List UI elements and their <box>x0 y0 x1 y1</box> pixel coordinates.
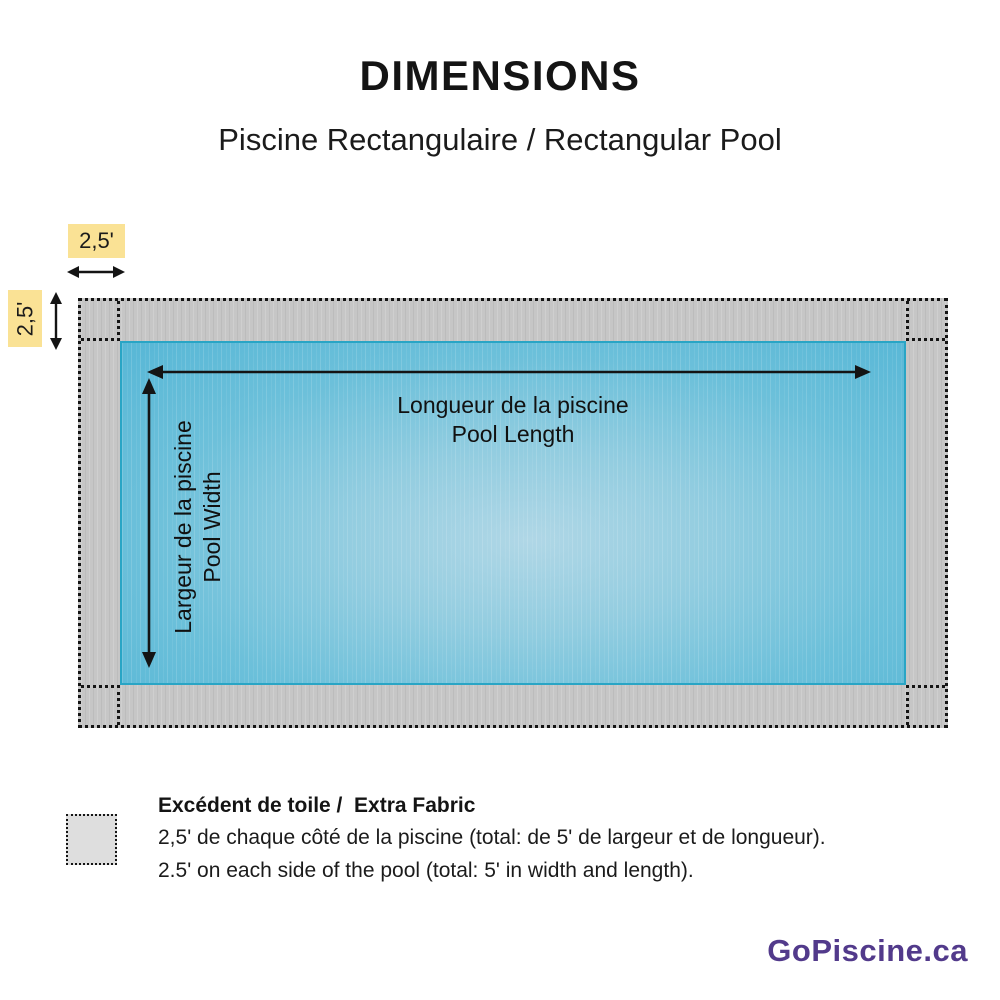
left-offset-arrow-icon <box>50 292 62 350</box>
pool-width-label-en: Pool Width <box>199 470 225 583</box>
brand-logo: GoPiscine.ca <box>767 933 968 968</box>
left-offset-label: 2,5' <box>8 290 42 347</box>
pool-width-arrow-icon <box>142 378 156 668</box>
legend-line-en: 2.5' on each side of the pool (total: 5'… <box>158 859 694 882</box>
page-subtitle: Piscine Rectangulaire / Rectangular Pool <box>218 122 782 157</box>
pool-width-label: Largeur de la piscine Pool Width <box>169 420 227 634</box>
fabric-corner-mark-bottom-left <box>81 685 120 725</box>
fabric-corner-mark-top-right <box>906 301 945 341</box>
extra-fabric-area: Longueur de la piscine Pool Length Large… <box>78 298 948 728</box>
extra-fabric-legend-swatch <box>66 814 117 865</box>
pool-length-label-en: Pool Length <box>451 421 575 447</box>
left-offset-value: 2,5' <box>12 301 38 336</box>
legend-title: Excédent de toile / Extra Fabric <box>158 794 476 817</box>
legend-line-fr: 2,5' de chaque côté de la piscine (total… <box>158 826 826 849</box>
top-offset-label: 2,5' <box>68 224 125 258</box>
top-offset-arrow-icon <box>67 266 125 278</box>
pool-length-arrow-icon <box>147 365 871 379</box>
page-title: DIMENSIONS <box>359 52 641 99</box>
pool-area: Longueur de la piscine Pool Length Large… <box>120 341 906 685</box>
pool-width-label-fr: Largeur de la piscine <box>170 419 196 634</box>
fabric-corner-mark-top-left <box>81 301 120 341</box>
fabric-corner-mark-bottom-right <box>906 685 945 725</box>
pool-length-label-fr: Longueur de la piscine <box>397 392 629 418</box>
top-offset-value: 2,5' <box>79 228 114 253</box>
pool-length-label: Longueur de la piscine Pool Length <box>122 391 904 449</box>
